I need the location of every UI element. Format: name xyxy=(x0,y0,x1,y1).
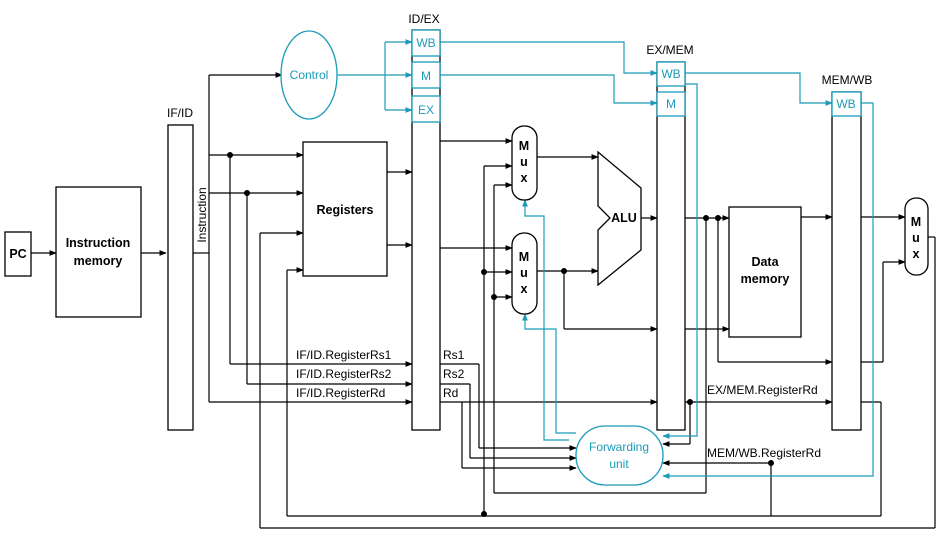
forwarding-label-2: unit xyxy=(609,457,629,471)
mem-wb-wb-field xyxy=(831,91,862,117)
registers-label: Registers xyxy=(317,203,374,217)
wire-junctions xyxy=(227,152,774,517)
id-ex-ex-label: EX xyxy=(418,103,434,117)
alu-block xyxy=(597,150,642,287)
if-id-register xyxy=(167,124,194,431)
mem-wb-wb-label: WB xyxy=(836,97,855,111)
rs1-long-label: IF/ID.RegisterRs1 xyxy=(296,348,392,362)
forwarding-label-1: Forwarding xyxy=(589,440,649,454)
id-ex-wb-label: WB xyxy=(416,36,435,50)
rd-label: Rd xyxy=(443,386,458,400)
control-wires xyxy=(337,39,874,479)
mem-wb-rd-label: MEM/WB.RegisterRd xyxy=(707,446,821,460)
control-unit xyxy=(280,30,338,120)
rs2-long-label: IF/ID.RegisterRs2 xyxy=(296,367,392,381)
mux-a-letter-x: x xyxy=(521,171,528,185)
writeback-mux xyxy=(904,197,929,276)
rd-long-label: IF/ID.RegisterRd xyxy=(296,386,385,400)
forwarding-unit xyxy=(575,425,664,486)
instruction-memory-block xyxy=(55,186,142,318)
instruction-label: Instruction xyxy=(195,187,209,242)
id-ex-register xyxy=(411,29,441,431)
ex-mem-rd-label: EX/MEM.RegisterRd xyxy=(707,383,818,397)
data-memory-label-2: memory xyxy=(741,272,790,286)
datapath-wires xyxy=(31,72,936,529)
mux-b-letter-m: M xyxy=(519,250,529,264)
if-id-label: IF/ID xyxy=(167,106,193,120)
rs1-label: Rs1 xyxy=(443,348,465,362)
mux-b-letter-x: x xyxy=(521,282,528,296)
mux-a-letter-u: u xyxy=(520,155,528,169)
alu-input-a-mux xyxy=(511,125,538,201)
wb-mux-letter-u: u xyxy=(912,231,920,245)
pc-label: PC xyxy=(9,247,26,261)
id-ex-ex-field xyxy=(411,95,441,123)
ex-mem-register xyxy=(656,61,686,431)
registers-block xyxy=(302,141,388,277)
mux-a-letter-m: M xyxy=(519,139,529,153)
alu-label: ALU xyxy=(611,211,637,225)
data-memory-block xyxy=(728,206,802,338)
control-label: Control xyxy=(290,68,329,82)
id-ex-m-label: M xyxy=(421,69,431,83)
ex-mem-m-label: M xyxy=(666,97,676,111)
ex-mem-wb-label: WB xyxy=(661,67,680,81)
data-memory-label-1: Data xyxy=(751,255,779,269)
mux-b-letter-u: u xyxy=(520,266,528,280)
id-ex-label: ID/EX xyxy=(408,12,439,26)
instruction-memory-label-1: Instruction xyxy=(66,236,131,250)
ex-mem-wb-field xyxy=(656,61,686,87)
alu-input-b-mux xyxy=(511,232,538,315)
rs2-label: Rs2 xyxy=(443,367,465,381)
ex-mem-label: EX/MEM xyxy=(646,43,693,57)
wb-mux-letter-m: M xyxy=(911,215,921,229)
id-ex-m-field xyxy=(411,61,441,89)
id-ex-wb-field xyxy=(411,29,441,57)
pc-block xyxy=(4,231,32,277)
instruction-memory-label-2: memory xyxy=(74,254,123,268)
ex-mem-m-field xyxy=(656,91,686,117)
wb-mux-letter-x: x xyxy=(913,247,920,261)
mem-wb-label: MEM/WB xyxy=(822,73,873,87)
mem-wb-register xyxy=(831,91,862,431)
